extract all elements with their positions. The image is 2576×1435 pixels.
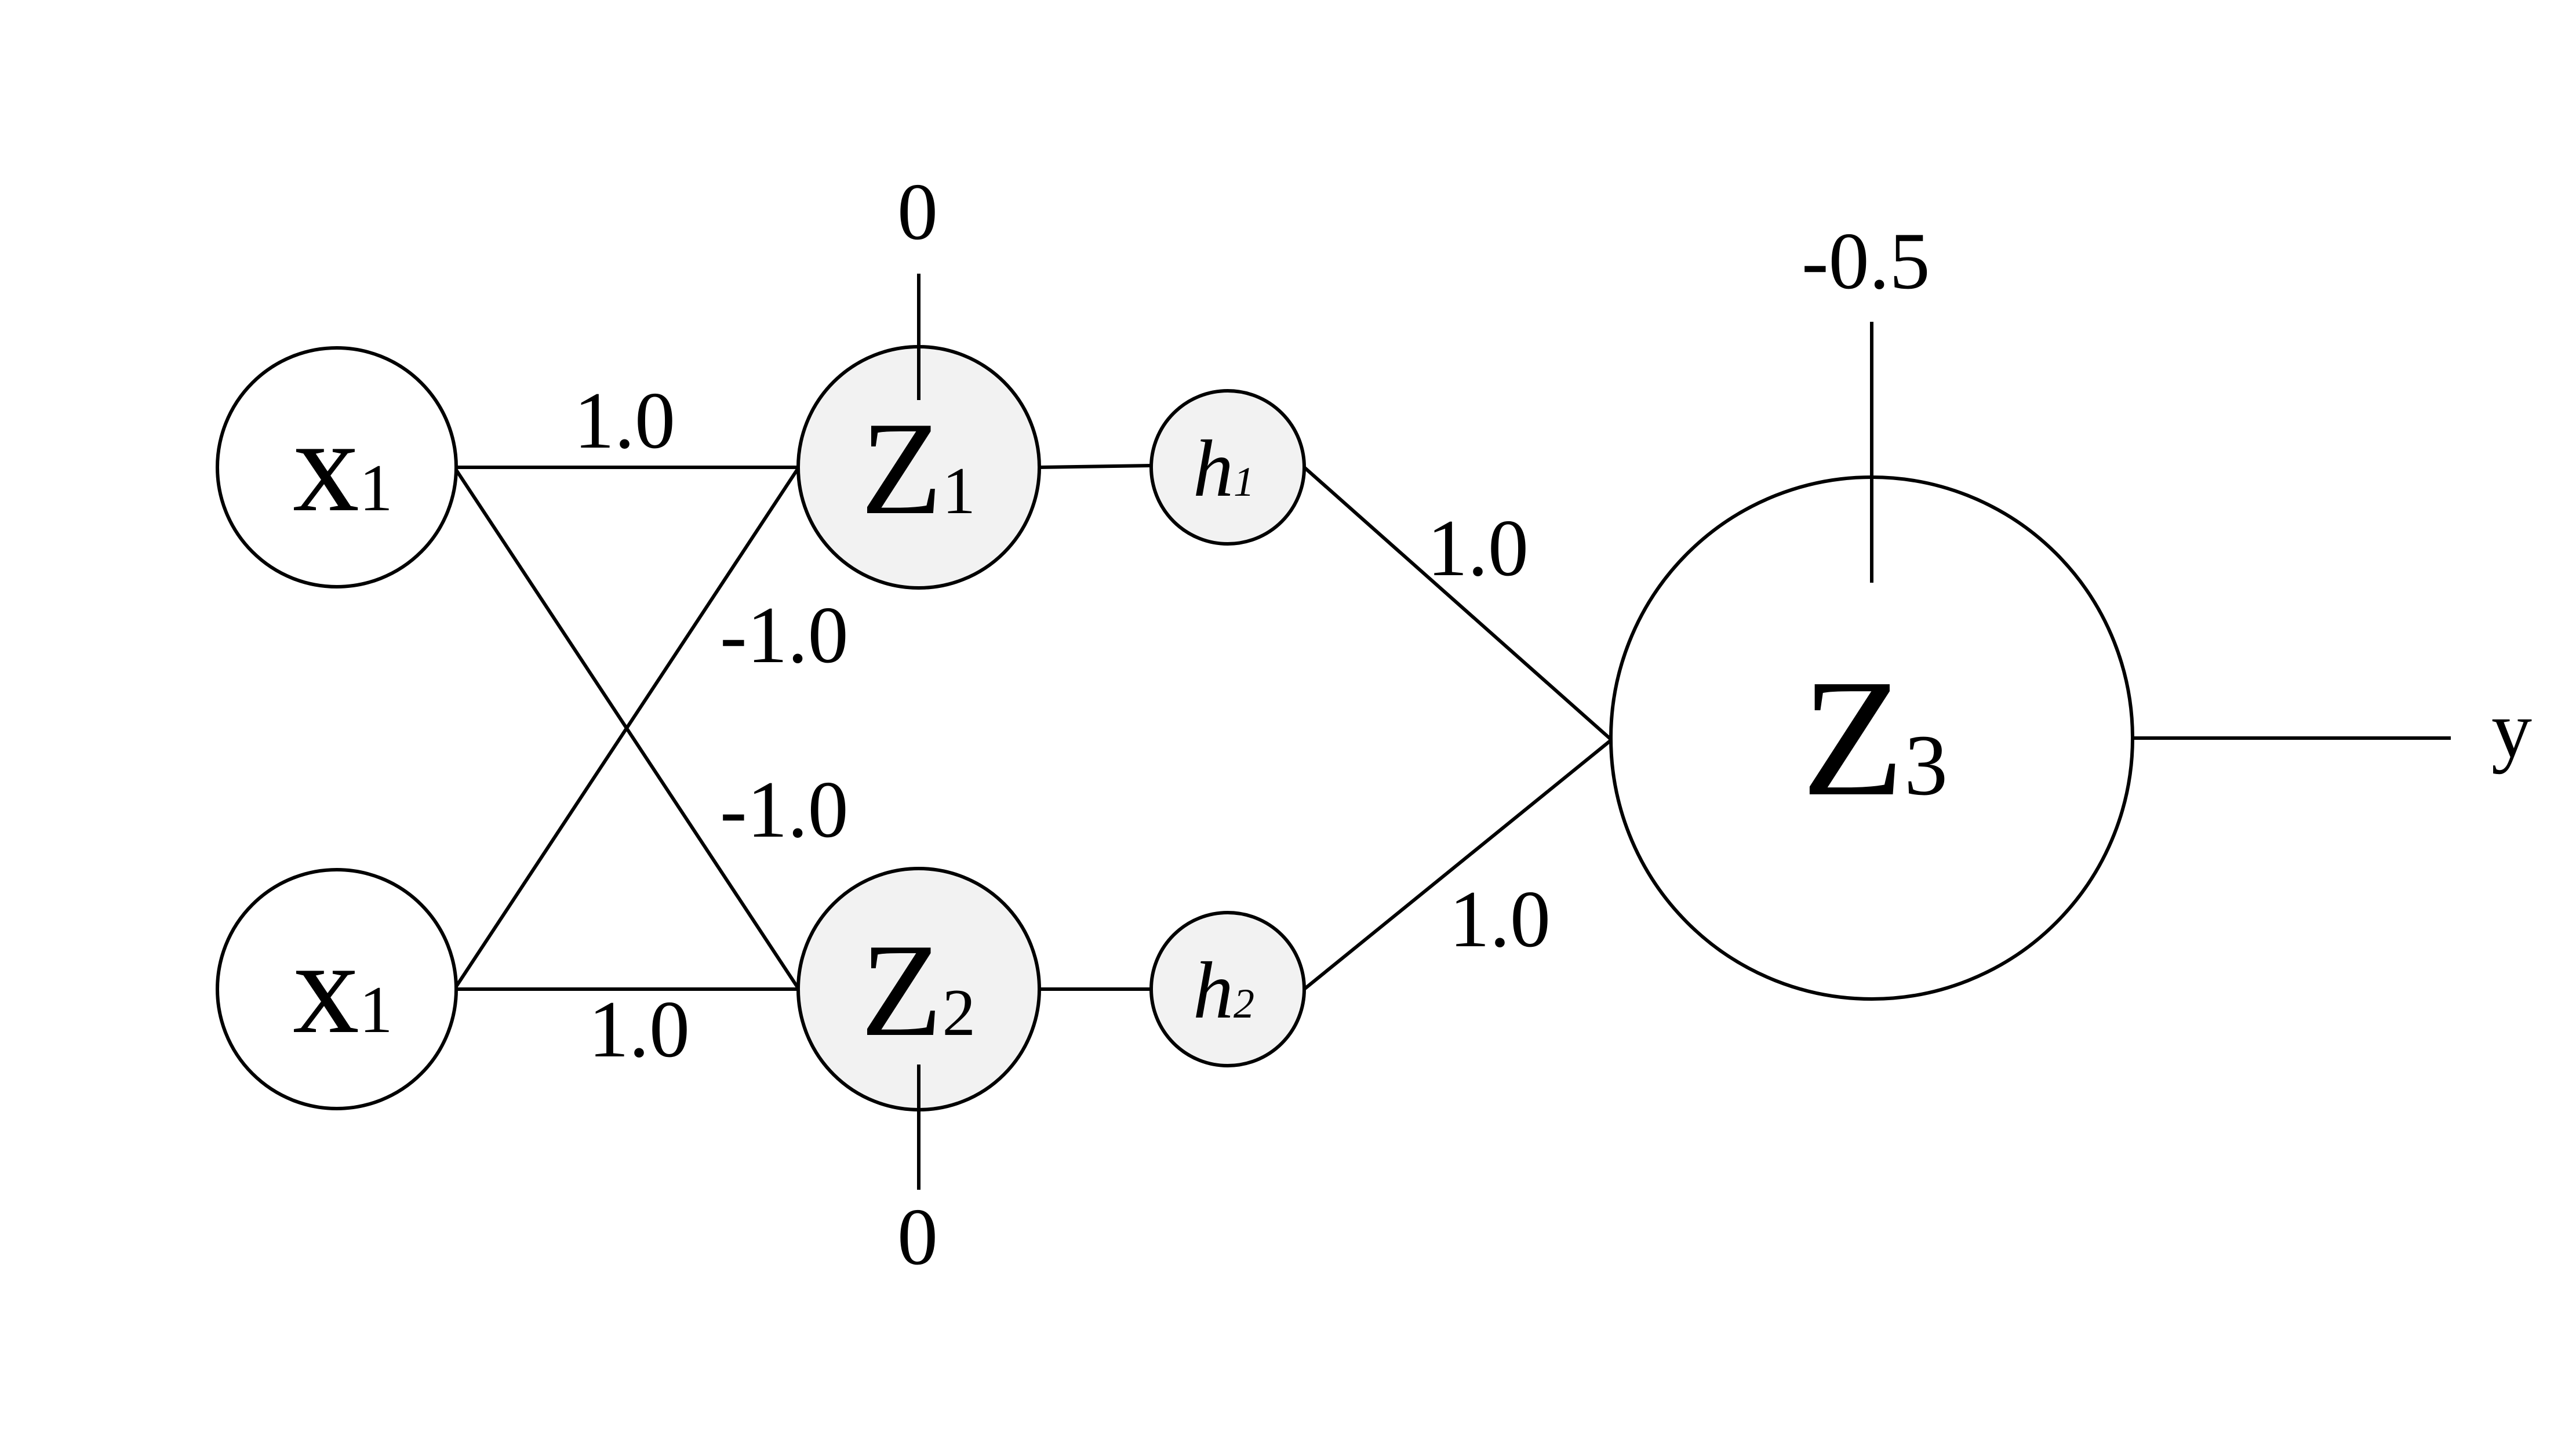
label-h2: h2 — [1193, 946, 1254, 1036]
node-h2 — [1149, 911, 1306, 1067]
label-h1-main: h — [1193, 424, 1234, 514]
weight-h2-to-z3: 1.0 — [1449, 874, 1551, 964]
bias-label-z2: 0 — [897, 1192, 938, 1282]
weight-x1-bottom-to-z2: 1.0 — [588, 984, 690, 1074]
label-x1-bottom-sub: 1 — [359, 973, 393, 1047]
input-node-x1-bottom — [216, 868, 458, 1110]
label-z1-sub: 1 — [943, 454, 976, 528]
weight-x1-top-to-z2: -1.0 — [720, 765, 849, 855]
weight-h1-to-z3: 1.0 — [1427, 503, 1529, 593]
label-h2-sub: 2 — [1234, 980, 1254, 1027]
label-x1-top: x1 — [293, 391, 393, 539]
output-label-y: y — [2491, 685, 2532, 775]
label-x1-bottom-main: x — [293, 913, 359, 1061]
edge-h1-to-z3 — [1303, 466, 1613, 742]
label-z1-main: Z — [861, 394, 943, 542]
label-h2-main: h — [1193, 946, 1234, 1036]
edge-h2-to-z3 — [1303, 738, 1613, 991]
label-z3-main: Z — [1802, 645, 1904, 831]
edge-z1-to-h1 — [1039, 464, 1152, 469]
label-z3: Z3 — [1802, 645, 1948, 831]
bias-label-z3: -0.5 — [1802, 216, 1930, 306]
label-h1: h1 — [1193, 424, 1254, 514]
weight-x1-bottom-to-z1: -1.0 — [720, 590, 849, 680]
label-z2: Z2 — [861, 916, 976, 1064]
node-h1 — [1149, 389, 1306, 546]
weight-x1-top-to-z1: 1.0 — [574, 376, 675, 466]
input-node-x1-top — [216, 346, 458, 588]
edge-x1-bottom-to-z1 — [453, 466, 801, 990]
label-h1-sub: 1 — [1234, 459, 1254, 505]
label-z2-sub: 2 — [943, 976, 976, 1049]
label-x1-bottom: x1 — [293, 913, 393, 1061]
label-x1-top-sub: 1 — [359, 451, 393, 525]
bias-label-z1: 0 — [897, 167, 938, 257]
label-z1: Z1 — [861, 394, 976, 542]
label-z3-sub: 3 — [1904, 717, 1948, 813]
label-z2-main: Z — [861, 916, 943, 1064]
label-x1-top-main: x — [293, 391, 359, 539]
